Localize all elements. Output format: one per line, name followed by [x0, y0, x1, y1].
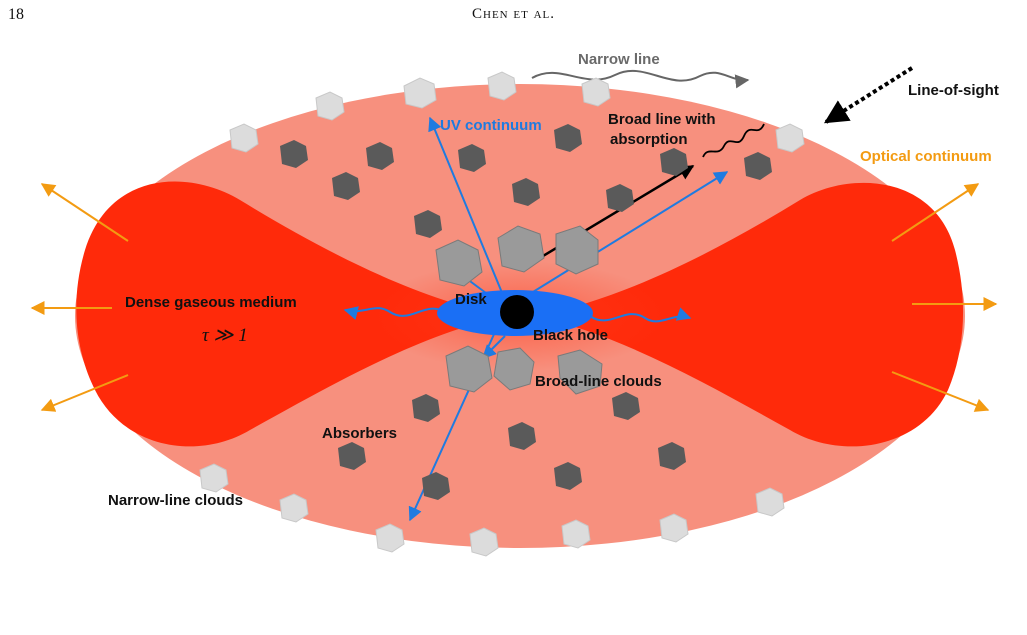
narrow-line-clouds-label: Narrow-line clouds [108, 492, 243, 509]
narrow-line-wave [531, 69, 750, 89]
line-of-sight-arrow [823, 66, 914, 124]
dense-torus-left [76, 181, 506, 447]
black-hole [500, 295, 534, 329]
black-hole-label: Black hole [533, 327, 608, 344]
uv-continuum-label: UV continuum [440, 117, 542, 134]
page-number: 18 [8, 6, 24, 23]
broad-line-clouds-label: Broad-line clouds [535, 373, 662, 390]
dense-torus-right [535, 182, 964, 447]
disk-label: Disk [455, 291, 487, 308]
optical-depth-label: τ ≫ 1 [202, 325, 248, 346]
narrow-line-clouds [199, 71, 805, 557]
dense-medium-label: Dense gaseous medium [125, 294, 297, 311]
absorbers-label: Absorbers [322, 425, 397, 442]
narrow-line-label: Narrow line [578, 51, 660, 68]
optical-continuum-label: Optical continuum [860, 148, 992, 165]
broad-line-clouds [435, 225, 603, 395]
optical-continuum-rays [30, 183, 998, 412]
absorbers [280, 124, 772, 500]
broad-line-absorption-label-1: Broad line with [608, 111, 716, 128]
running-head: Chen et al. [472, 6, 555, 22]
broad-line-absorption-label-2: absorption [610, 131, 688, 148]
broad-line-wave [702, 123, 765, 158]
line-of-sight-label: Line-of-sight [908, 82, 999, 99]
